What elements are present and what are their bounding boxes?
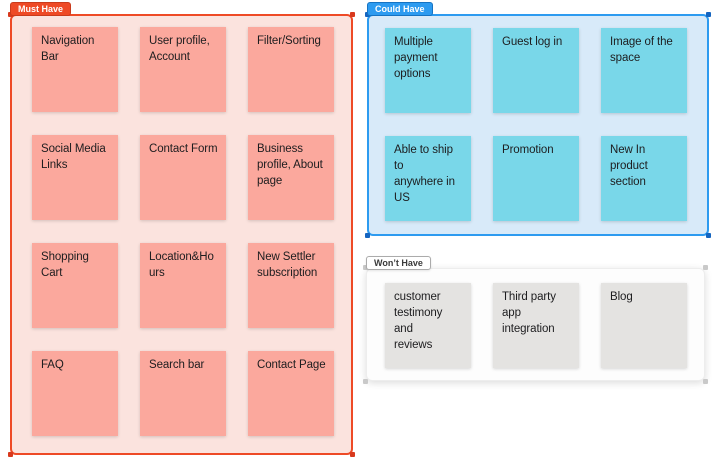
selection-handle[interactable] bbox=[703, 379, 708, 384]
sticky-note-image-of-the-space[interactable]: Image of the space bbox=[601, 28, 687, 113]
selection-handle[interactable] bbox=[365, 233, 370, 238]
selection-handle[interactable] bbox=[703, 265, 708, 270]
sticky-note-user-profile-account[interactable]: User profile, Account bbox=[140, 27, 226, 112]
sticky-note-multiple-payment-options[interactable]: Multiple payment options bbox=[385, 28, 471, 113]
sticky-note-promotion[interactable]: Promotion bbox=[493, 136, 579, 221]
sticky-note-navigation-bar[interactable]: Navigation Bar bbox=[32, 27, 118, 112]
could-have-notes-grid: Multiple payment options Guest log in Im… bbox=[385, 28, 687, 221]
selection-handle[interactable] bbox=[706, 233, 711, 238]
wont-have-notes-grid: customer testimony and reviews Third par… bbox=[385, 283, 687, 368]
section-label-must-have[interactable]: Must Have bbox=[10, 2, 72, 16]
sticky-note-business-profile-about-page[interactable]: Business profile, About page bbox=[248, 135, 334, 220]
sticky-note-location-hours[interactable]: Location&Ho urs bbox=[140, 243, 226, 328]
sticky-note-shopping-cart[interactable]: Shopping Cart bbox=[32, 243, 118, 328]
must-have-notes-grid: Navigation Bar User profile, Account Fil… bbox=[32, 27, 334, 436]
section-label-could-have[interactable]: Could Have bbox=[367, 2, 433, 16]
sticky-note-contact-form[interactable]: Contact Form bbox=[140, 135, 226, 220]
sticky-note-faq[interactable]: FAQ bbox=[32, 351, 118, 436]
section-wont-have: Won’t Have customer testimony and review… bbox=[363, 256, 708, 384]
section-must-have: Must Have Navigation Bar User profile, A… bbox=[8, 2, 355, 457]
sticky-note-third-party-app-integration[interactable]: Third party app integration bbox=[493, 283, 579, 368]
selection-handle[interactable] bbox=[363, 265, 368, 270]
selection-handle[interactable] bbox=[8, 452, 13, 457]
sticky-note-new-in-product-section[interactable]: New In product section bbox=[601, 136, 687, 221]
selection-handle[interactable] bbox=[363, 379, 368, 384]
sticky-note-guest-log-in[interactable]: Guest log in bbox=[493, 28, 579, 113]
selection-handle[interactable] bbox=[706, 12, 711, 17]
sticky-note-ship-anywhere-us[interactable]: Able to ship to anywhere in US bbox=[385, 136, 471, 221]
sticky-note-social-media-links[interactable]: Social Media Links bbox=[32, 135, 118, 220]
section-label-wont-have[interactable]: Won’t Have bbox=[366, 256, 431, 270]
sticky-note-customer-testimony-reviews[interactable]: customer testimony and reviews bbox=[385, 283, 471, 368]
sticky-note-search-bar[interactable]: Search bar bbox=[140, 351, 226, 436]
selection-handle[interactable] bbox=[350, 452, 355, 457]
sticky-note-new-settler-subscription[interactable]: New Settler subscription bbox=[248, 243, 334, 328]
selection-handle[interactable] bbox=[350, 12, 355, 17]
sticky-note-blog[interactable]: Blog bbox=[601, 283, 687, 368]
sticky-note-filter-sorting[interactable]: Filter/Sorting bbox=[248, 27, 334, 112]
sticky-note-contact-page[interactable]: Contact Page bbox=[248, 351, 334, 436]
section-could-have: Could Have Multiple payment options Gues… bbox=[365, 2, 711, 238]
